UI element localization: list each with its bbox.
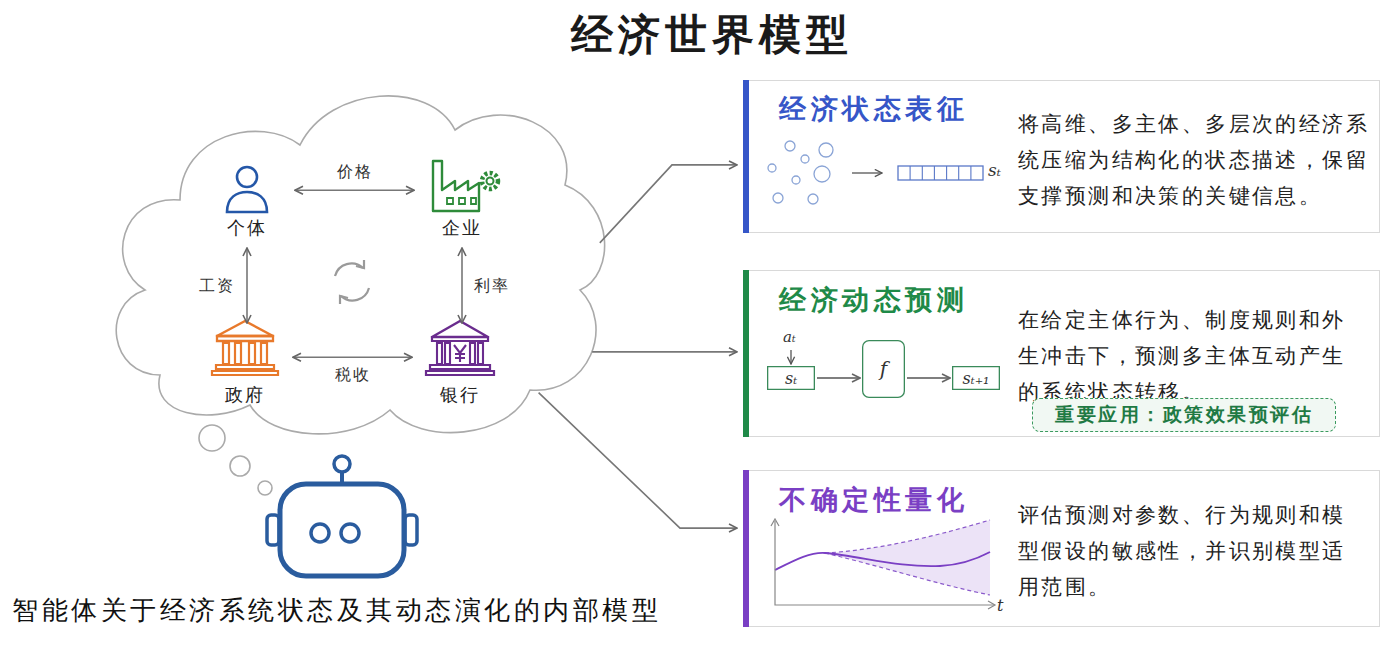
data-point [814,166,830,182]
cycle-icon [356,260,364,268]
entity-label: 个体 [207,216,287,240]
cycle-icon [335,263,363,276]
arrow-connector [817,377,860,378]
chart-axis [775,521,994,605]
thought-bubble [258,481,272,495]
cloud-container: 个体 企业政府 银行 [100,75,610,440]
robot-ear [405,515,417,545]
bank-icon [432,321,488,337]
bank-icon [432,337,488,341]
data-point [792,176,800,184]
person-icon [237,167,257,187]
robot-eye [311,524,329,542]
uncertainty-band [825,520,990,595]
bank-icon [426,365,494,375]
state-symbol: sₜ [988,160,1001,180]
government-icon [217,321,273,336]
flow-connector [293,356,412,358]
data-point [768,164,776,172]
axis-arrow [771,519,995,609]
thought-bubble [199,425,225,451]
data-point [801,155,809,163]
entity-label: 银行 [420,383,500,407]
government-icon [212,365,278,375]
government-icon [217,336,273,341]
bank-node: 银行 [420,327,500,411]
state-vector [898,166,983,180]
edge-label: 价格 [337,162,373,183]
arrow-connector [592,351,737,353]
yen-symbol [454,345,466,362]
arrow-connector [600,165,737,243]
math-symbol: sₜ [767,366,815,390]
robot-antenna [334,456,350,472]
math-symbol: sₜ₊₁ [952,366,1000,390]
factory-icon [433,161,479,211]
panel-description: 在给定主体行为、制度规则和外生冲击下，预测多主体互动产生的系统状态转移。 [1018,302,1358,410]
cycle-icon [341,288,369,301]
compress-arrow [852,172,882,173]
next-state-box: sₜ₊₁ [952,366,1000,390]
transition-box: f [862,340,905,398]
uncertainty-panel: 不确定性量化评估预测对参数、行为规则和模型假设的敏感性，并识别模型适用范围。 [743,470,1380,627]
data-point [785,141,795,151]
panel-heading: 经济动态预测 [779,283,1019,317]
flow-connector [461,248,463,323]
entity-label: 企业 [422,216,502,240]
thought-bubble [230,456,250,476]
entity-label: 政府 [205,383,285,407]
data-point [819,143,833,157]
representation-panel: 经济状态表征将高维、多主体、多层次的经济系统压缩为结构化的状态描述，保留支撑预测… [743,80,1380,233]
panel-description: 将高维、多主体、多层次的经济系统压缩为结构化的状态描述，保留支撑预测和决策的关键… [1018,106,1372,214]
panel-heading: 经济状态表征 [779,92,1019,126]
gear-icon [487,178,494,185]
bank-icon [437,343,483,364]
callout-text: 重要应用：政策效果预评估 [1033,399,1335,431]
government-node: 政府 [205,327,285,411]
robot-head [280,484,404,576]
flow-connector [295,189,414,191]
data-point [808,194,818,204]
robot-ear [267,515,279,545]
math-symbol: f [862,340,905,398]
lower-bound [825,553,990,595]
forecast-curve [775,552,990,570]
action-symbol: aₜ [783,328,796,346]
edge-label: 利率 [474,275,510,296]
government-icon [223,343,267,364]
panel-description: 评估预测对参数、行为规则和模型假设的敏感性，并识别模型适用范围。 [1018,497,1358,605]
diagram-title: 经济世界模型 [412,6,1012,64]
panel-heading: 不确定性量化 [779,483,1019,517]
flow-connector [246,248,248,323]
axis-label: t [997,596,1003,615]
application-callout: 重要应用：政策效果预评估 [1032,398,1336,432]
edge-label: 税收 [335,365,371,386]
arrow-connector [907,377,950,378]
person-icon [227,192,267,212]
firm-node: 企业 [422,160,502,244]
state-vector [910,166,971,180]
state-box: sₜ [767,366,815,390]
upper-bound [825,520,990,553]
cloud-outline [100,75,610,440]
robot-eye [341,524,359,542]
action-arrow [790,350,791,364]
diagram-caption: 智能体关于经济系统状态及其动态演化的内部模型 [12,592,661,628]
arrow-connector [539,393,737,529]
agent-node: 个体 [207,160,287,244]
cycle-icon [340,296,348,304]
gear-icon [482,173,498,189]
data-point [773,193,783,203]
cloud-outline [116,96,604,434]
edge-label: 工资 [199,275,235,296]
factory-icon [447,198,476,204]
prediction-panel: 经济动态预测在给定主体行为、制度规则和外生冲击下，预测多主体互动产生的系统状态转… [743,270,1380,437]
